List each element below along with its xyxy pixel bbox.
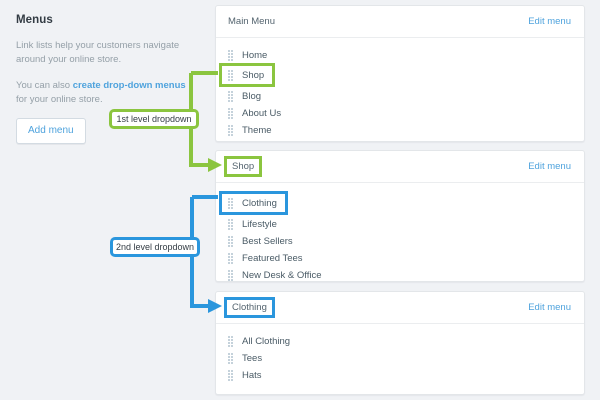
menu-item-theme[interactable]: Theme — [216, 122, 584, 139]
drag-handle-icon[interactable] — [228, 235, 233, 247]
menu-item-about-us[interactable]: About Us — [216, 105, 584, 122]
menu-item-label: About Us — [242, 107, 282, 119]
sidebar-text-before: You can also — [16, 80, 73, 91]
drag-handle-icon[interactable] — [228, 50, 233, 61]
edit-menu-link[interactable]: Edit menu — [528, 302, 571, 313]
card-header: Shop Edit menu — [216, 151, 584, 183]
sidebar-text-after: for your online store. — [16, 93, 103, 105]
menu-item-label: Hats — [242, 370, 262, 381]
sidebar-description-1: Link lists help your customers navigate … — [16, 40, 180, 65]
drag-handle-icon[interactable] — [228, 197, 233, 209]
drag-handle-icon[interactable] — [228, 124, 233, 136]
menu-item-label: New Desk & Office — [242, 269, 322, 281]
card-title: Shop — [224, 156, 263, 177]
drag-handle-icon[interactable] — [228, 107, 233, 119]
card-title: Main Menu — [228, 16, 275, 27]
menu-item-label: Clothing — [242, 197, 277, 209]
create-dropdown-menus-link[interactable]: create drop-down menus — [72, 80, 186, 91]
drag-handle-icon[interactable] — [228, 370, 233, 381]
menu-item-all-clothing[interactable]: All Clothing — [216, 333, 584, 350]
drag-handle-icon[interactable] — [228, 252, 233, 264]
card-header: Clothing Edit menu — [216, 292, 584, 324]
menu-item-label: Lifestyle — [242, 218, 277, 230]
menu-item-label: Tees — [242, 353, 263, 364]
drag-handle-icon[interactable] — [228, 218, 233, 230]
menu-item-label: Theme — [242, 124, 272, 136]
menu-item-label: Shop — [242, 69, 265, 81]
menu-item-blog[interactable]: Blog — [216, 88, 584, 105]
drag-handle-icon[interactable] — [228, 90, 233, 102]
page-title: Menus — [16, 14, 53, 26]
sidebar-description-2: You can also create drop-down menus for … — [16, 79, 196, 106]
menu-item-label: All Clothing — [242, 336, 291, 347]
add-menu-button[interactable]: Add menu — [16, 118, 86, 144]
menu-item-label: Home — [242, 50, 268, 61]
menu-item-clothing[interactable]: Clothing — [219, 191, 288, 215]
menu-item-lifestyle[interactable]: Lifestyle — [216, 216, 584, 233]
menu-item-hats[interactable]: Hats — [216, 367, 584, 384]
card-header: Main Menu Edit menu — [216, 6, 584, 38]
menu-item-new-desk-office[interactable]: New Desk & Office — [216, 267, 584, 284]
drag-handle-icon[interactable] — [228, 336, 233, 347]
menu-item-best-sellers[interactable]: Best Sellers — [216, 233, 584, 250]
edit-menu-link[interactable]: Edit menu — [528, 161, 571, 172]
sidebar-panel: Menus Link lists help your customers nav… — [0, 0, 212, 400]
annotation-label-first-level: 1st level dropdown — [109, 109, 199, 129]
menu-item-home[interactable]: Home — [216, 47, 584, 64]
drag-handle-icon[interactable] — [228, 353, 233, 364]
menu-item-shop[interactable]: Shop — [218, 63, 276, 87]
menu-item-tees[interactable]: Tees — [216, 350, 584, 367]
menu-item-label: Featured Tees — [242, 252, 303, 264]
menu-item-label: Best Sellers — [242, 235, 293, 247]
drag-handle-icon[interactable] — [228, 69, 233, 81]
card-title: Clothing — [224, 297, 275, 318]
edit-menu-link[interactable]: Edit menu — [528, 16, 571, 27]
annotation-label-second-level: 2nd level dropdown — [110, 237, 200, 257]
menu-item-featured-tees[interactable]: Featured Tees — [216, 250, 584, 267]
menu-item-label: Blog — [242, 90, 262, 102]
drag-handle-icon[interactable] — [228, 269, 233, 281]
